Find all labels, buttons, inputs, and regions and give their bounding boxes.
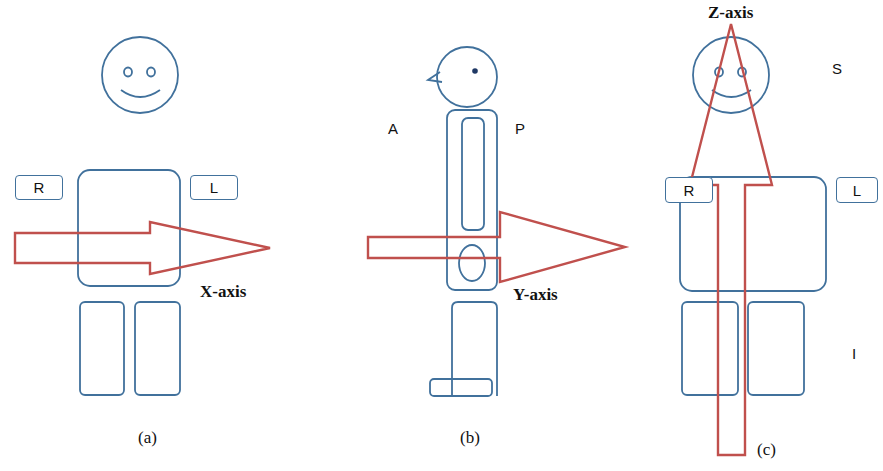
panel-label: (c) [757,440,776,460]
nose [428,72,442,82]
side-figure-b [428,47,497,396]
side-box: R [15,175,63,200]
panel-label: (a) [138,428,157,448]
leg [748,302,804,395]
direction-label: S [832,60,842,77]
side-letter: R [34,179,45,196]
torso [78,170,180,286]
axis-label: Z-axis [708,3,753,23]
side-letter: R [684,182,695,199]
eye [472,68,478,74]
leg [682,302,738,395]
foot [430,379,492,396]
direction-label: I [852,345,856,362]
side-letter: L [210,179,218,196]
direction-label: A [388,120,398,137]
torso [447,110,497,290]
side-box: L [190,175,238,200]
hand [459,245,485,281]
axis-label: X-axis [200,282,246,302]
leg [452,302,497,396]
head [437,47,497,107]
front-figure-a [78,37,180,395]
z-axis-arrow [690,24,772,455]
leg [80,302,124,395]
front-figure-c [680,37,826,395]
smile [121,90,160,97]
side-box: L [836,177,878,203]
y-axis-arrow [368,212,625,282]
arm [462,118,484,230]
axis-label: Y-axis [513,285,558,305]
x-axis-arrow [15,222,270,274]
panel-label: (b) [460,428,480,448]
smile [712,90,751,97]
side-box: R [665,177,713,203]
head [102,37,178,113]
head [693,37,769,113]
direction-label: P [515,120,525,137]
side-letter: L [853,182,861,199]
eye [124,68,132,77]
eye [147,68,155,77]
leg [135,302,180,395]
